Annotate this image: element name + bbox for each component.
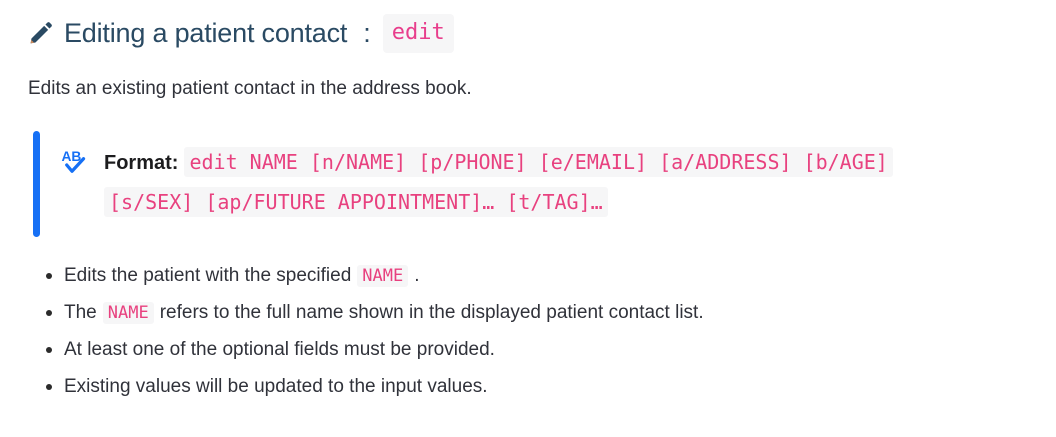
format-callout: AB Format:edit NAME [n/NAME] [p/PHONE] [… [33, 129, 1028, 239]
list-item-pre: The [64, 302, 97, 323]
command-code-badge: edit [382, 13, 454, 53]
list-item: Existing values will be updated to the i… [28, 373, 1028, 400]
svg-text:AB: AB [62, 149, 82, 164]
list-item-code: NAME [357, 265, 409, 287]
page-title-text: Editing a patient contact [64, 18, 348, 48]
format-label-colon: : [171, 152, 179, 174]
list-item-post: refers to the full name shown in the dis… [159, 302, 704, 323]
page-title: Editing a patient contact : edit [28, 0, 1028, 55]
list-item-pre: At least one of the optional fields must… [64, 339, 495, 360]
list-item-code: NAME [102, 302, 154, 324]
description-paragraph: Edits an existing patient contact in the… [28, 78, 472, 99]
format-label: Format [104, 152, 172, 174]
bullet-dot-icon [46, 273, 52, 279]
list-item-pre: Existing values will be updated to the i… [64, 376, 488, 397]
bullet-dot-icon [46, 347, 52, 353]
format-line-2: [s/SEX] [ap/FUTURE APPOINTMENT]… [t/TAG]… [104, 183, 893, 221]
bullet-dot-icon [46, 310, 52, 316]
format-line-1: Format:edit NAME [n/NAME] [p/PHONE] [e/E… [104, 143, 893, 182]
callout-accent-bar [33, 131, 40, 237]
list-item: At least one of the optional fields must… [28, 336, 1028, 363]
list-item-pre: Edits the patient with the specified [64, 265, 352, 286]
list-item-post: . [414, 265, 420, 286]
format-code-line-1: edit NAME [n/NAME] [p/PHONE] [e/EMAIL] [… [184, 147, 893, 177]
page-title-separator: : [363, 18, 371, 48]
format-text-block: Format:edit NAME [n/NAME] [p/PHONE] [e/E… [104, 143, 893, 221]
pencil-icon [30, 22, 52, 44]
spellcheck-ab-icon: AB [62, 149, 86, 173]
bullet-dot-icon [46, 384, 52, 390]
format-code-line-2: [s/SEX] [ap/FUTURE APPOINTMENT]… [t/TAG]… [104, 187, 608, 217]
